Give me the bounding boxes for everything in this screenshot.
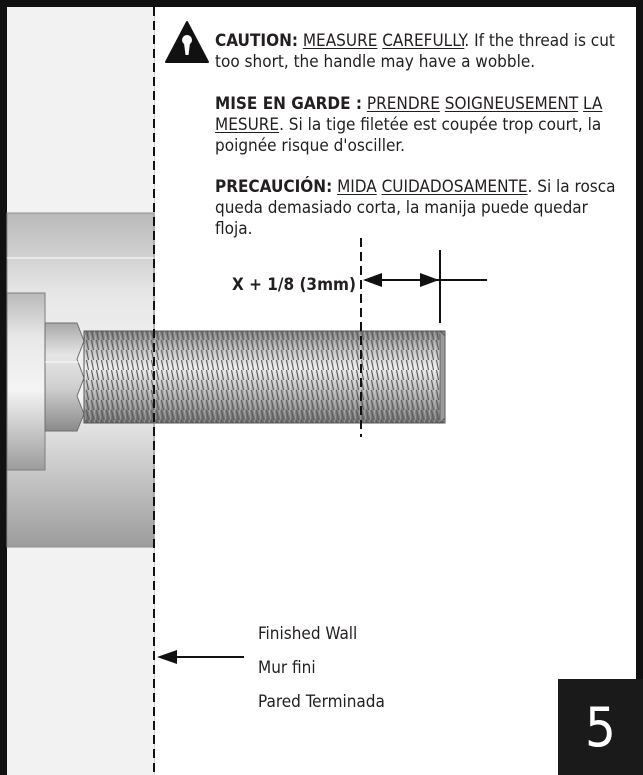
step-number: 5 <box>585 695 616 759</box>
caution-triangle-icon <box>165 21 209 63</box>
wall-label-en: Finished Wall <box>258 624 358 644</box>
caution-french: MISE EN GARDE : PRENDRE SOIGNEUSEMENT LA… <box>215 94 620 157</box>
wall-pointer-arrow-icon <box>157 650 177 664</box>
handle-collar <box>6 292 46 471</box>
caution-english: CAUTION: MEASURE CAREFULLY. If the threa… <box>215 31 620 73</box>
caution-text: . If the thread is cut too short, the ha… <box>215 31 615 72</box>
dimension-arrow-right-icon <box>420 273 439 287</box>
caution-text: . Si la rosca queda demasiado corta, la … <box>215 177 616 239</box>
caution-text: . Si la tige filetée est coupée trop cou… <box>215 115 602 156</box>
caution-word: CAREFULLY <box>382 31 465 51</box>
wall-label-fr: Mur fini <box>258 658 316 678</box>
hex-nut <box>44 322 85 432</box>
dimension-label: X + 1/8 (3mm) <box>232 275 356 295</box>
caution-word: PRENDRE <box>366 94 440 114</box>
wall-labels: Finished Wall Mur fini Pared Terminada <box>258 624 385 726</box>
caution-word: MIDA <box>337 177 377 197</box>
wall-label-es: Pared Terminada <box>258 692 385 712</box>
caution-word: CUIDADOSAMENTE <box>381 177 528 197</box>
caution-spanish: PRECAUCIÓN: MIDA CUIDADOSAMENTE. Si la r… <box>215 177 620 240</box>
caution-label-en: CAUTION: <box>215 31 298 51</box>
dimension-arrow-left-icon <box>363 273 382 287</box>
caution-word: MEASURE <box>302 31 378 51</box>
step-number-badge: 5 <box>558 679 643 775</box>
caution-word: LA <box>583 94 603 114</box>
caution-word: SOIGNEUSEMENT <box>444 94 579 114</box>
caution-label-es: PRECAUCIÓN: <box>215 177 333 197</box>
caution-label-fr: MISE EN GARDE : <box>215 94 363 114</box>
caution-word: MESURE <box>215 115 280 135</box>
